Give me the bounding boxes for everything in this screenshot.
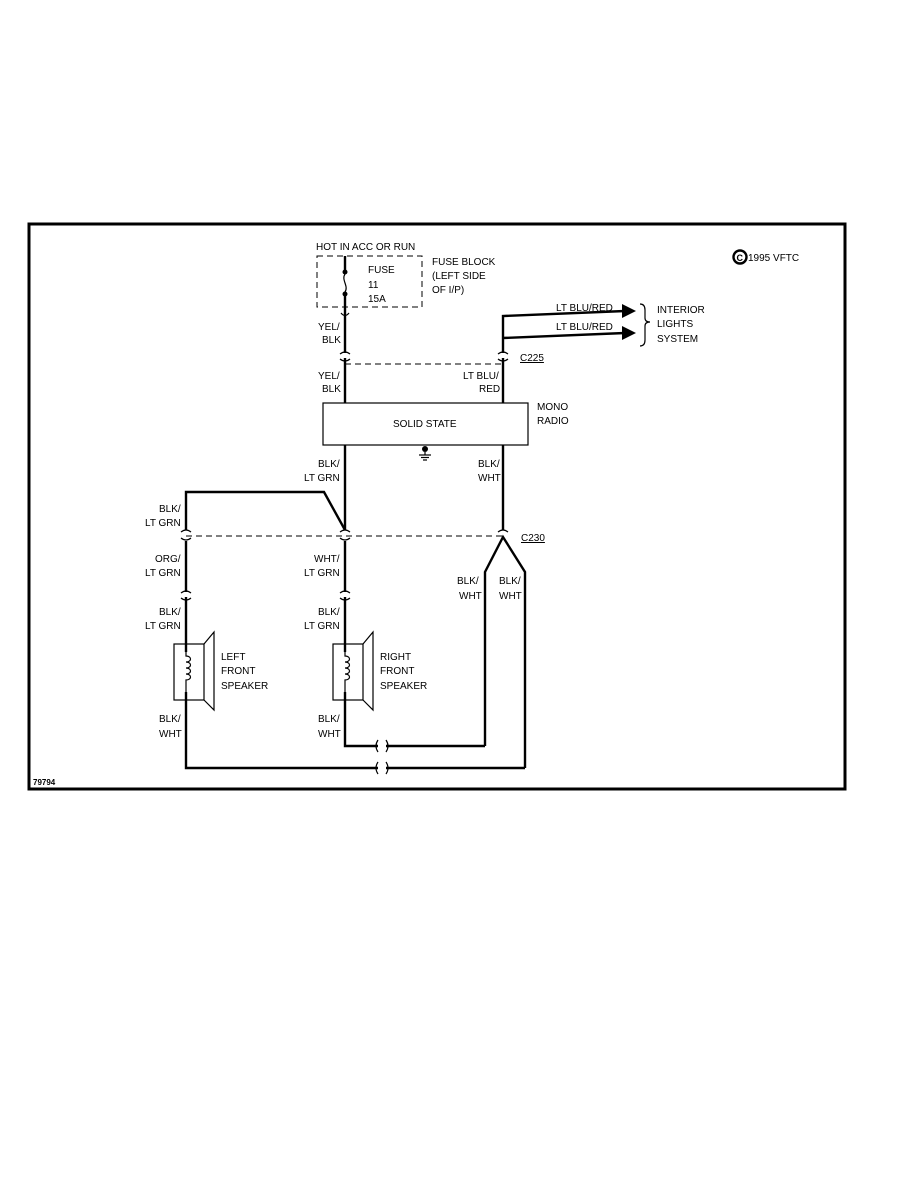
connector-c225-pins bbox=[339, 351, 509, 362]
fuse-block-label-1: FUSE BLOCK bbox=[432, 257, 496, 268]
wire-label-right-spk-out-1: BLK/ bbox=[318, 714, 340, 725]
arrow-interior-1 bbox=[622, 304, 636, 318]
radio-box bbox=[322, 402, 529, 446]
wire-c230-fork bbox=[483, 534, 527, 768]
interior-wire-label-2: LT BLU/RED bbox=[556, 322, 613, 333]
left-speaker-icon bbox=[173, 630, 215, 712]
wire-label-wht-lt-grn-1: WHT/ bbox=[314, 554, 340, 565]
wire-label-right-spk-in-1: BLK/ bbox=[318, 607, 340, 618]
wire-left-spk-return bbox=[184, 700, 525, 770]
wire-label-lt-blu-red-1: LT BLU/ bbox=[463, 371, 499, 382]
radio-label: SOLID STATE bbox=[393, 419, 457, 430]
right-speaker-label-2: FRONT bbox=[380, 666, 414, 677]
fuse-name: FUSE bbox=[368, 265, 395, 276]
wire-label-left-spk-in-1: BLK/ bbox=[159, 607, 181, 618]
wire-label-radio-left-2: LT GRN bbox=[304, 473, 340, 484]
interior-label-1: INTERIOR bbox=[657, 305, 705, 316]
power-label: HOT IN ACC OR RUN bbox=[316, 242, 415, 253]
copyright-mark: C 1995 VFTC bbox=[732, 249, 799, 265]
wire-label-radio-right-1: BLK/ bbox=[478, 459, 500, 470]
wire-label-yel-blk-bottom-1: YEL/ bbox=[318, 371, 340, 382]
wire-label-yel-blk-bottom-2: BLK bbox=[322, 384, 341, 395]
wire-label-left-far-1: BLK/ bbox=[159, 504, 181, 515]
interior-wire-label-1: LT BLU/RED bbox=[556, 303, 613, 314]
wire-lt-blu-red bbox=[501, 309, 626, 403]
diagram-frame bbox=[27, 222, 847, 791]
fuse-rating: 15A bbox=[368, 294, 386, 305]
connector-c230-label: C230 bbox=[521, 533, 545, 544]
interior-label-3: SYSTEM bbox=[657, 334, 698, 345]
wire-label-yel-blk-top-2: BLK bbox=[322, 335, 341, 346]
wire-label-right-spk-out-2: WHT bbox=[318, 729, 341, 740]
interior-label-2: LIGHTS bbox=[657, 319, 693, 330]
wire-label-radio-right-2: WHT bbox=[478, 473, 501, 484]
wire-label-yel-blk-top-1: YEL/ bbox=[318, 322, 340, 333]
left-speaker-label-2: FRONT bbox=[221, 666, 255, 677]
fuse-block-label-3: OF I/P) bbox=[432, 285, 464, 296]
wire-label-left-spk-out-2: WHT bbox=[159, 729, 182, 740]
figure-id: 79794 bbox=[33, 778, 56, 787]
fuse-symbol bbox=[342, 256, 348, 307]
fuse-number: 11 bbox=[368, 280, 379, 291]
wire-label-c230-a-1: BLK/ bbox=[457, 576, 479, 587]
fuse-block-box bbox=[316, 255, 423, 308]
wire-label-left-spk-in-2: LT GRN bbox=[145, 621, 181, 632]
wire-label-radio-left-1: BLK/ bbox=[318, 459, 340, 470]
fuse-block-label-2: (LEFT SIDE bbox=[432, 271, 486, 282]
arrow-interior-2 bbox=[622, 326, 636, 340]
wire-label-c230-b-2: WHT bbox=[499, 591, 522, 602]
connector-c225-label: C225 bbox=[520, 353, 544, 364]
interior-brace bbox=[639, 303, 651, 347]
left-speaker-label-3: SPEAKER bbox=[221, 681, 268, 692]
ground-icon bbox=[419, 446, 431, 461]
copyright-circle bbox=[732, 249, 748, 265]
wire-label-left-far-2: LT GRN bbox=[145, 518, 181, 529]
wire-left-branch bbox=[184, 490, 347, 531]
wire-label-left-spk-out-1: BLK/ bbox=[159, 714, 181, 725]
connector-c230-pins bbox=[180, 529, 509, 541]
wire-label-wht-lt-grn-2: LT GRN bbox=[304, 568, 340, 579]
copyright-text: 1995 VFTC bbox=[748, 253, 799, 264]
radio-name-2: RADIO bbox=[537, 416, 569, 427]
right-speaker-label-1: RIGHT bbox=[380, 652, 411, 663]
wire-right-spk-return bbox=[343, 700, 485, 748]
wire-label-right-spk-in-2: LT GRN bbox=[304, 621, 340, 632]
copyright-symbol: C bbox=[737, 253, 744, 263]
wire-label-org-lt-grn-1: ORG/ bbox=[155, 554, 181, 565]
right-speaker-label-3: SPEAKER bbox=[380, 681, 427, 692]
wire-label-c230-a-2: WHT bbox=[459, 591, 482, 602]
wire-label-lt-blu-red-2: RED bbox=[479, 384, 500, 395]
wire-label-c230-b-1: BLK/ bbox=[499, 576, 521, 587]
radio-name-1: MONO bbox=[537, 402, 568, 413]
right-speaker-icon bbox=[332, 630, 374, 712]
wire-label-org-lt-grn-2: LT GRN bbox=[145, 568, 181, 579]
left-speaker-label-1: LEFT bbox=[221, 652, 245, 663]
